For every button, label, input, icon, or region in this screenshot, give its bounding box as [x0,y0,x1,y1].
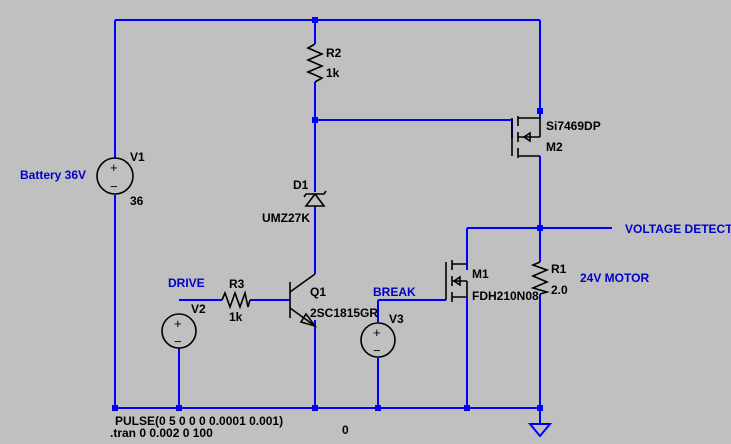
q1-model: 2SC1815GR [310,306,378,320]
m2-mosfet[interactable] [511,116,541,158]
q1-name: Q1 [310,285,326,299]
d1-triangle [304,192,326,207]
r3-name: R3 [229,277,245,291]
wires [114,19,612,424]
m1-arrow [452,275,461,287]
m2-arrow [522,131,531,143]
junction-dot [375,405,381,411]
junction-dot [537,108,543,114]
q1-emitter [289,307,316,327]
junction-dot [112,405,118,411]
junction-dot [312,405,318,411]
minus-sign: − [110,179,118,194]
m1-name: M1 [472,267,489,281]
r1-name: R1 [551,262,567,276]
plus-sign: + [373,325,381,340]
junction-dot [312,17,318,23]
junctions [112,17,543,411]
net-label-motor: 24V MOTOR [580,271,649,285]
net-label-voltage-detect: VOLTAGE DETECT [625,222,731,236]
ground-symbol [527,423,553,438]
ground-triangle [527,423,553,438]
m1-model: FDH210N08 [472,289,539,303]
q1-collector [289,273,316,293]
net-label-drive: DRIVE [168,276,205,290]
wire-break [377,299,446,322]
q1-transistor[interactable] [289,273,318,328]
r3-value: 1k [229,310,243,324]
d1-name: D1 [293,178,309,192]
net-label-battery: Battery 36V [20,168,86,182]
v3-source[interactable]: + − [360,322,396,358]
junction-dot [464,405,470,411]
q1-arrow [299,312,318,328]
m1-mosfet[interactable] [445,260,468,302]
m2-name: M2 [546,140,563,154]
plus-sign: + [174,316,182,331]
r1-value: 2.0 [551,283,568,297]
v2-symbol [161,313,197,349]
r2-symbol [305,43,325,83]
r3-resistor[interactable] [221,290,251,310]
m2-model: Si7469DP [546,119,601,133]
d1-zener[interactable] [303,190,327,207]
d1-bar [303,190,327,198]
v3-name: V3 [389,312,404,326]
junction-dot [537,405,543,411]
v1-value: 36 [130,194,144,208]
r3-symbol [221,290,251,310]
r2-value: 1k [326,66,340,80]
v2-value: PULSE(0 5 0 0 0 0.0001 0.001) [115,414,283,428]
junction-dot [312,117,318,123]
v1-symbol [96,157,134,195]
spice-directive[interactable]: .tran 0 0.002 0 100 [110,426,213,440]
v2-name: V2 [191,302,206,316]
v3-symbol [360,322,396,358]
plus-sign: + [110,160,118,175]
wire-gate-m2 [315,119,513,138]
minus-sign: − [174,334,182,349]
v2-source[interactable]: + − [161,313,197,349]
net-label-break: BREAK [373,285,416,299]
d1-model: UMZ27K [262,211,310,225]
junction-dot [537,225,543,231]
r2-resistor[interactable] [305,43,325,83]
v1-source[interactable]: + − [96,157,134,195]
r2-name: R2 [326,46,342,60]
v3-value: 0 [342,423,349,437]
m2-terminals [518,117,541,157]
v1-name: V1 [130,150,145,164]
r1-resistor[interactable] [530,261,550,295]
r1-symbol [530,261,550,295]
minus-sign: − [373,343,381,358]
junction-dot [176,405,182,411]
